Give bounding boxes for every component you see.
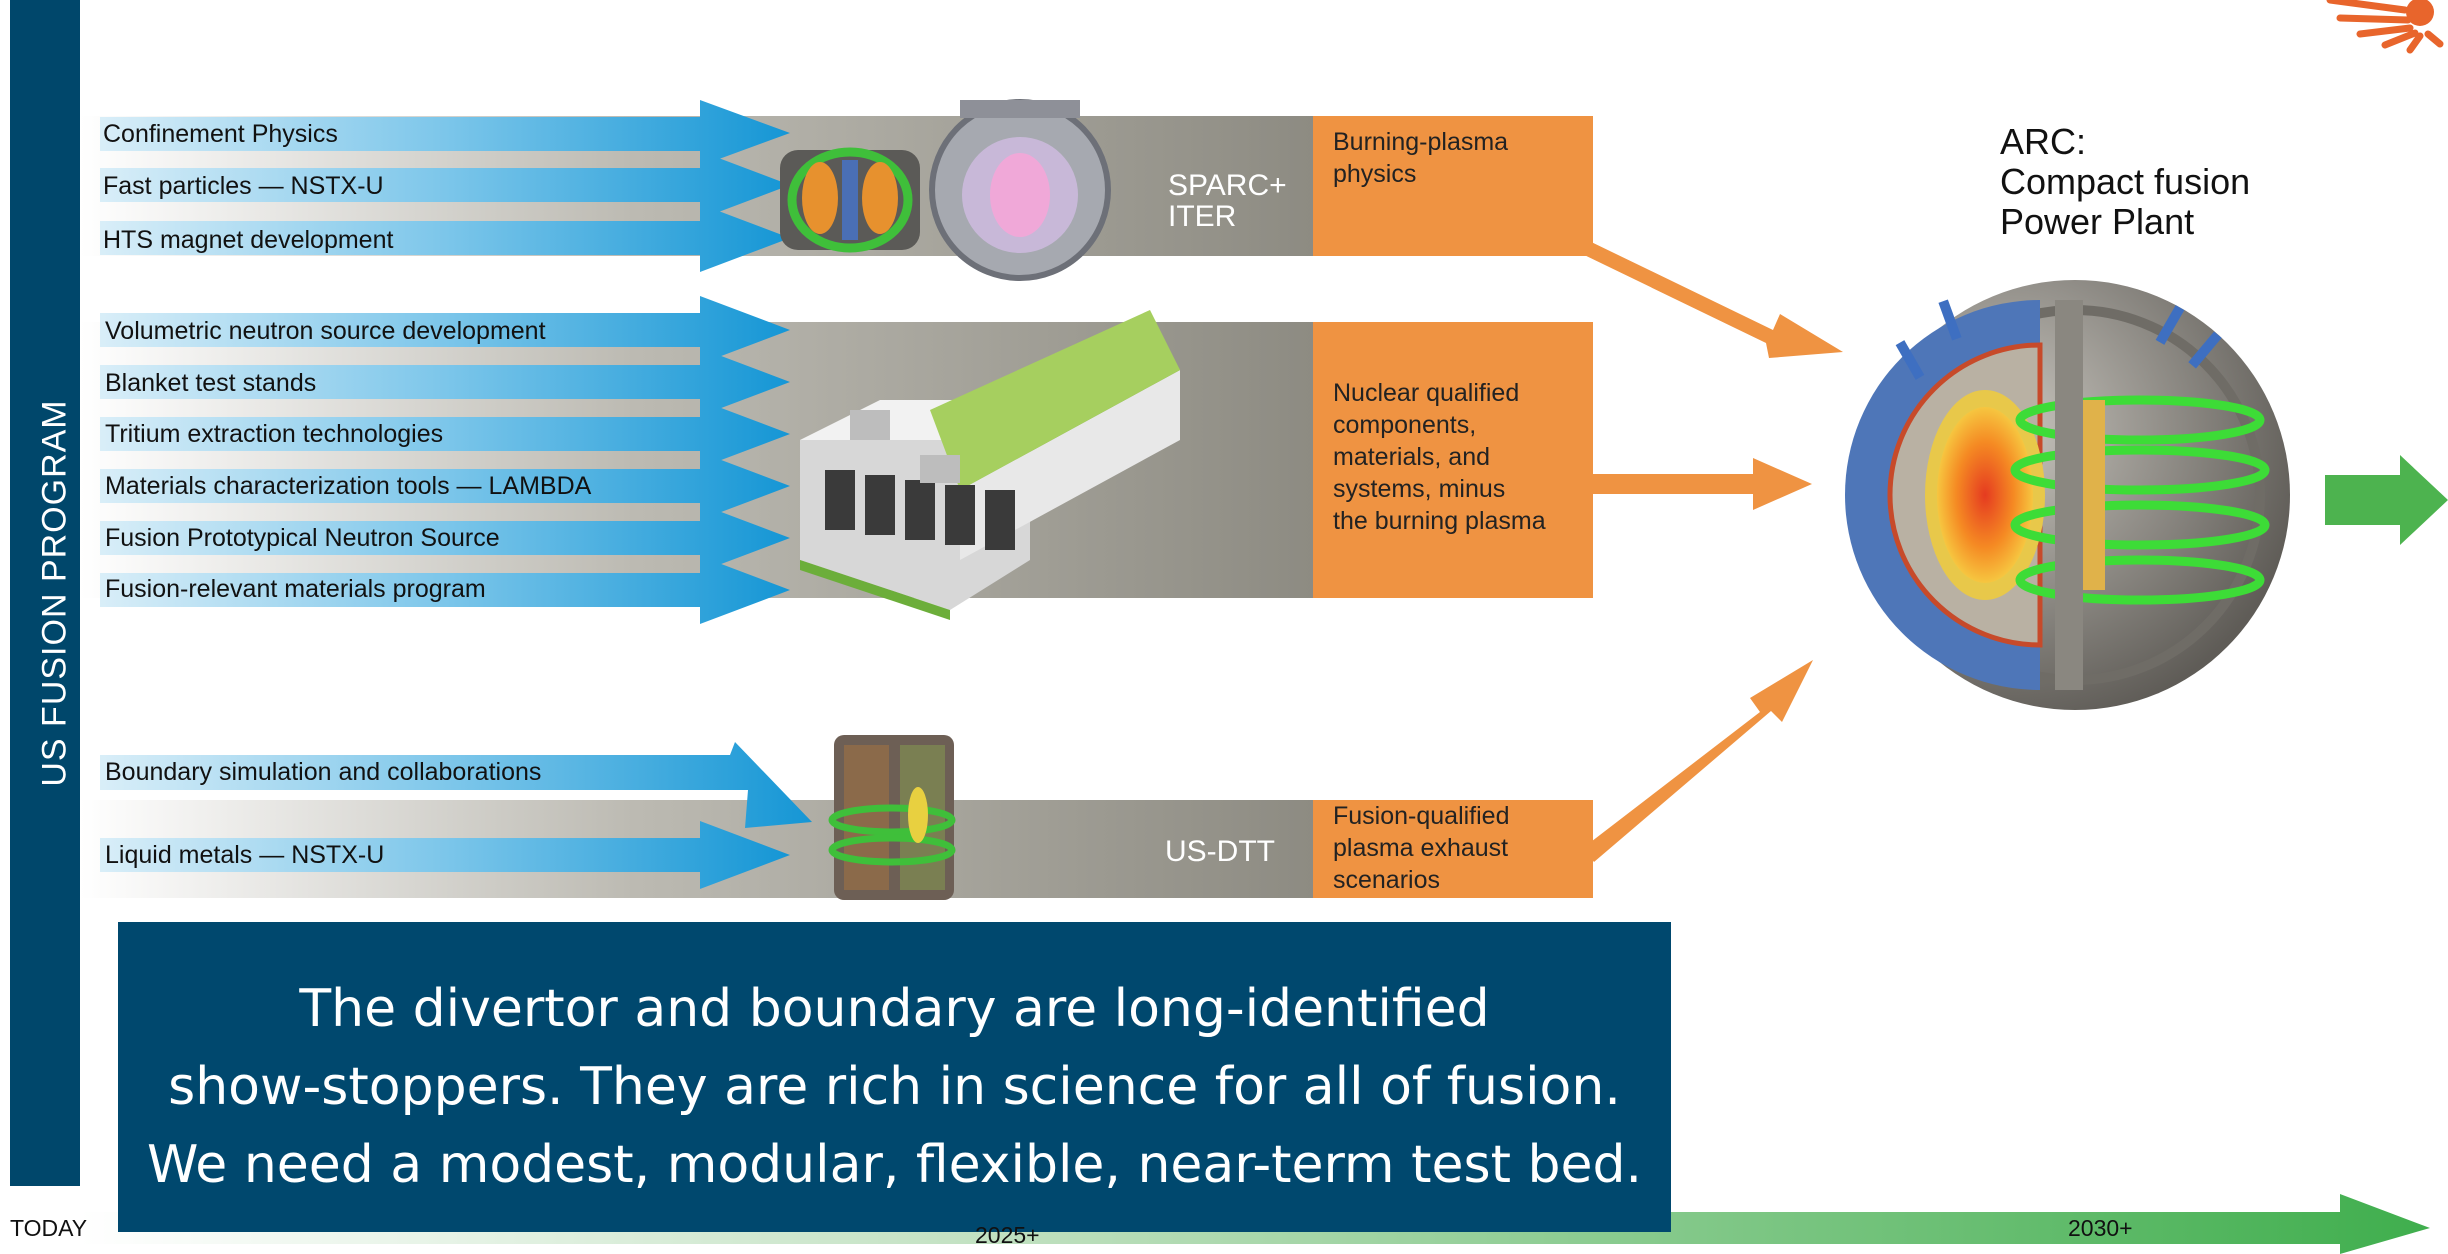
logo-icon [2326, 0, 2444, 54]
key-message-line: show-stoppers. They are rich in science … [168, 1057, 1621, 1117]
input-arrow [100, 821, 790, 889]
input-arrow [100, 151, 790, 219]
timeline-end-label: 2030+ [2068, 1215, 2133, 1241]
timeline-mid-label: 2025+ [975, 1222, 1040, 1248]
outcome-plasma-exhaust: Fusion-qualified plasma exhaust scenario… [1313, 800, 1593, 898]
outcome-burning-plasma: Burning-plasma physics [1313, 116, 1593, 256]
input-label: Blanket test stands [105, 369, 317, 397]
output-arrow [1576, 238, 1843, 358]
input-label: Materials characterization tools — LAMBD… [105, 472, 592, 500]
input-arrow [100, 204, 790, 272]
output-arrow [1583, 660, 1813, 862]
arc-powerplant-illustration [1845, 280, 2448, 710]
input-label: Tritium extraction technologies [105, 420, 444, 448]
program-label: US FUSION PROGRAM [35, 399, 74, 787]
input-label: Boundary simulation and collaborations [105, 758, 542, 786]
outcome-nuclear-qualified: Nuclear qualified components, materials,… [1313, 322, 1593, 598]
input-arrow [100, 348, 790, 416]
input-arrow [100, 100, 790, 166]
input-arrow [100, 452, 790, 520]
input-arrow [100, 296, 790, 364]
us-dtt-label: US-DTT [1165, 835, 1275, 868]
iter-device-illustration [929, 99, 1111, 281]
input-label: Confinement Physics [103, 120, 338, 148]
output-arrow [1590, 458, 1812, 510]
neutron-facility-illustration [800, 310, 1180, 620]
arc-title: ARC: Compact fusion Power Plant [2000, 121, 2251, 242]
sparc-device-illustration [780, 147, 920, 253]
input-label: Volumetric neutron source development [105, 317, 546, 345]
input-arrow [100, 742, 812, 828]
input-arrow [100, 504, 790, 572]
program-sidebar: US FUSION PROGRAM [10, 0, 80, 1186]
timeline-start-label: TODAY [10, 1215, 88, 1241]
input-arrow [100, 556, 790, 624]
sparc-iter-label: SPARC+ ITER [1168, 169, 1287, 233]
key-message-line: The divertor and boundary are long-ident… [299, 979, 1490, 1039]
input-label: Liquid metals — NSTX-U [105, 841, 385, 869]
us-dtt-device-illustration [828, 735, 956, 900]
key-message-box: The divertor and boundary are long-ident… [118, 922, 1671, 1232]
input-label: Fusion-relevant materials program [105, 575, 486, 603]
input-label: HTS magnet development [103, 226, 394, 254]
input-label: Fast particles — NSTX-U [103, 172, 384, 200]
input-arrow [100, 400, 790, 468]
key-message-line: We need a modest, modular, flexible, nea… [146, 1135, 1643, 1195]
input-label: Fusion Prototypical Neutron Source [105, 524, 500, 552]
